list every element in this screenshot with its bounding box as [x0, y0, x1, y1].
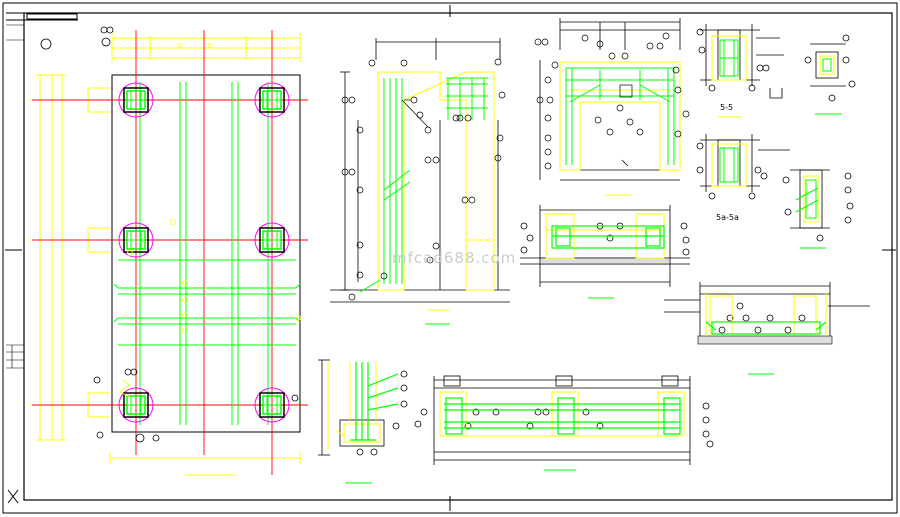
plan-dimensions: [30, 33, 301, 476]
pile-sections: [118, 82, 290, 423]
column-base-detail: [318, 359, 408, 484]
title-strip: [6, 24, 24, 369]
plan-rebar: [113, 82, 301, 425]
section-5a-5a: [696, 134, 790, 200]
pile-cap-outline: [111, 74, 301, 433]
pile-4: [254, 222, 290, 258]
section-corner-detail: [782, 169, 854, 249]
beam-elevation: [330, 38, 510, 325]
foundation-plan: [30, 26, 308, 476]
pile-1: [118, 82, 154, 118]
wall-section: [664, 282, 870, 375]
pile-5: [118, 387, 154, 423]
long-beam-detail: [414, 375, 714, 471]
frame-detail: [534, 18, 690, 196]
pile-3: [118, 222, 154, 258]
grade-beam-section: [520, 205, 690, 299]
section-5-5: [696, 24, 784, 118]
section-label-5a-5a: 5a-5a: [716, 213, 739, 222]
plan-yellow-tags: [119, 42, 301, 399]
pile-2: [254, 82, 290, 118]
section-label-5-5: 5-5: [720, 103, 734, 112]
section-tie-detail: [769, 34, 856, 115]
watermark: mfcad688.com: [392, 249, 517, 267]
plan-tags: [40, 26, 299, 443]
pile-6: [254, 387, 290, 423]
